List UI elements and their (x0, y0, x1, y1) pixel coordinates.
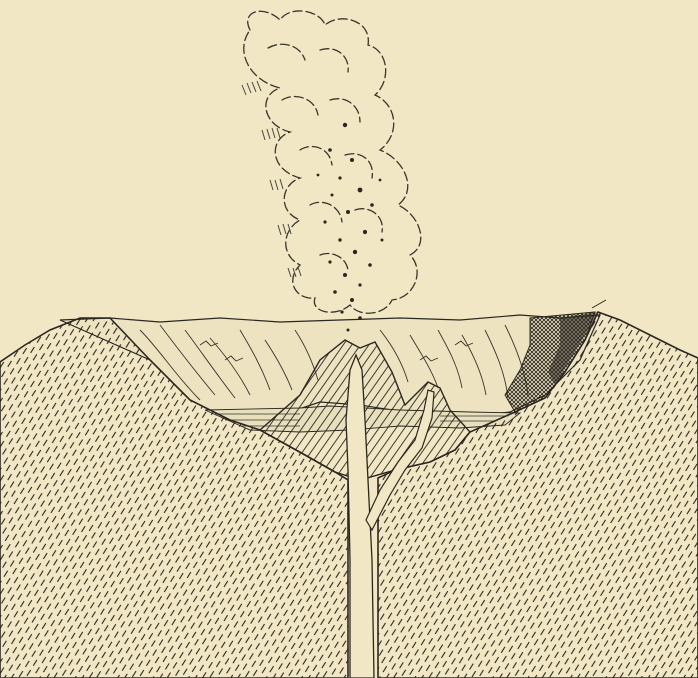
volcano-illustration (0, 0, 698, 678)
